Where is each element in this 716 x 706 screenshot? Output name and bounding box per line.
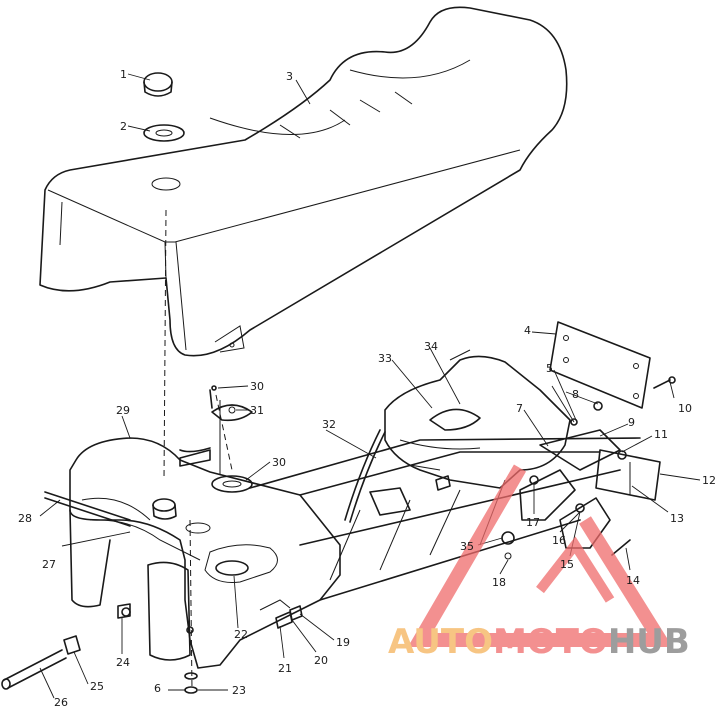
fuel-cap	[143, 72, 173, 97]
frame-rails	[249, 437, 641, 601]
callout-33: 33	[378, 352, 392, 365]
bracket-12	[595, 449, 661, 501]
callout-3: 3	[286, 70, 293, 83]
callout-32: 32	[322, 418, 336, 431]
callout-4: 4	[524, 324, 531, 337]
callout-1: 1	[120, 68, 127, 81]
watermark-text: AUTOMOTOHUB	[388, 622, 690, 662]
seat	[39, 6, 568, 357]
callout-31: 31	[250, 404, 264, 417]
callout-34: 34	[424, 340, 438, 353]
callout-30-mid: 30	[272, 456, 286, 469]
oil-hose	[344, 429, 381, 521]
callout-21: 21	[278, 662, 292, 675]
cap-gasket	[143, 124, 185, 142]
bracket-9	[539, 429, 621, 471]
callout-15: 15	[560, 558, 574, 571]
fuel-tank	[69, 400, 341, 669]
vent-hose	[44, 491, 131, 521]
callout-18: 18	[492, 576, 506, 589]
callout-35: 35	[460, 540, 474, 553]
fuel-filter	[63, 635, 81, 655]
callout-14: 14	[626, 574, 640, 587]
fuel-line	[1, 649, 67, 690]
callout-22: 22	[234, 628, 248, 641]
callout-26: 26	[54, 696, 68, 706]
callout-13: 13	[670, 512, 684, 525]
callout-12: 12	[702, 474, 716, 487]
callout-7: 7	[516, 402, 523, 415]
callout-9: 9	[628, 416, 635, 429]
watermark-triangle	[407, 464, 673, 647]
callout-17: 17	[526, 516, 540, 529]
mounting-plate	[549, 321, 651, 409]
leader-lines	[39, 73, 701, 699]
watermark-triangle-inner	[536, 536, 615, 603]
callout-16: 16	[552, 534, 566, 547]
callout-28: 28	[18, 512, 32, 525]
oil-tank	[384, 349, 571, 491]
callout-11: 11	[654, 428, 668, 441]
strap-17	[519, 469, 576, 521]
watermark-logo: AUTOMOTOHUB	[388, 464, 690, 662]
callout-19: 19	[336, 636, 350, 649]
callout-29: 29	[116, 404, 130, 417]
callout-10: 10	[678, 402, 692, 415]
callout-30-top: 30	[250, 380, 264, 393]
callout-27: 27	[42, 558, 56, 571]
callout-labels: 1 2 3 4 5 6 7 8 9 10 11 12 13 14 15 16 1…	[18, 68, 716, 706]
callout-8: 8	[572, 388, 579, 401]
callout-25: 25	[90, 680, 104, 693]
callout-20: 20	[314, 654, 328, 667]
callout-6: 6	[154, 682, 161, 695]
callout-23: 23	[232, 684, 246, 697]
callout-2: 2	[120, 120, 127, 133]
callout-5: 5	[546, 362, 553, 375]
callout-24: 24	[116, 656, 130, 669]
